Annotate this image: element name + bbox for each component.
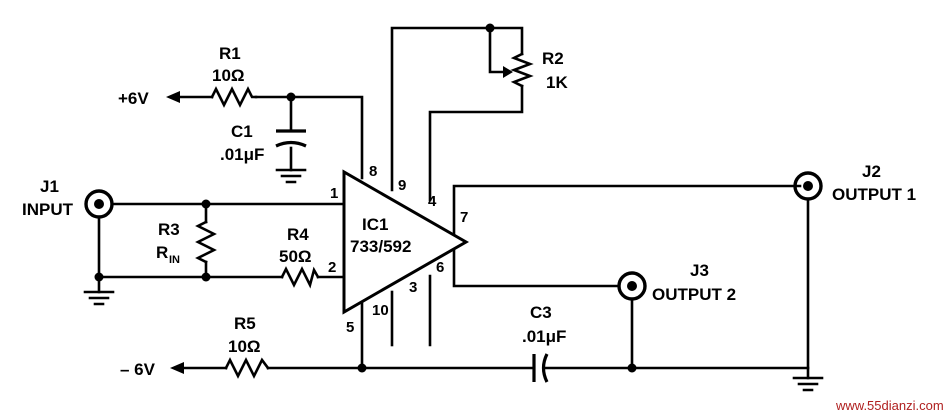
- connector-j2: [793, 171, 823, 201]
- ground-symbol-c1: [275, 168, 307, 184]
- pin-3-label: 3: [409, 279, 417, 296]
- wires: [97, 26, 810, 380]
- ground-symbol-j2: [792, 376, 824, 392]
- pin-6-label: 6: [436, 259, 444, 276]
- junction-dot: [201, 272, 211, 282]
- pin-1-label: 1: [330, 185, 338, 202]
- j2-ref: J2: [862, 162, 881, 181]
- r4-ref: R4: [287, 225, 309, 244]
- pin-7-label: 7: [460, 209, 468, 226]
- ic1-part: 733/592: [350, 237, 411, 256]
- resistor-r5: [224, 357, 270, 379]
- wiper-arrow: [503, 66, 513, 78]
- junction-dot: [627, 363, 637, 373]
- j1-ref: J1: [40, 177, 59, 196]
- resistor-r1: [210, 86, 258, 108]
- j3-ref: J3: [690, 261, 709, 280]
- c1-ref: C1: [231, 122, 253, 141]
- r5-value: 10Ω: [228, 337, 261, 356]
- r4-value: 50Ω: [279, 247, 312, 266]
- capacitor-c1: [275, 129, 307, 148]
- ic1-ref: IC1: [362, 215, 388, 234]
- r1-ref: R1: [219, 44, 241, 63]
- r3-value-sub: IN: [169, 254, 180, 266]
- pin-4-label: 4: [428, 193, 437, 210]
- pin-8-label: 8: [369, 163, 377, 180]
- j3-label: OUTPUT 2: [652, 285, 736, 304]
- potentiometer-r2: [503, 52, 534, 88]
- junction-dot: [286, 92, 296, 102]
- junctions: [94, 23, 637, 373]
- c3-ref: C3: [530, 303, 552, 322]
- capacitor-c3: [532, 353, 549, 383]
- pin-9-label: 9: [398, 177, 406, 194]
- r5-ref: R5: [234, 314, 256, 333]
- ic1-amplifier-triangle: [342, 169, 470, 315]
- j1-label: INPUT: [22, 200, 74, 219]
- r3-ref: R3: [158, 220, 180, 239]
- junction-dot: [201, 199, 211, 209]
- resistor-r3: [195, 220, 217, 264]
- connector-j3: [617, 271, 647, 301]
- connector-j1: [84, 189, 114, 219]
- j2-label: OUTPUT 1: [832, 185, 916, 204]
- pin-10-label: 10: [372, 302, 389, 319]
- junction-dot: [357, 363, 367, 373]
- c3-value: .01μF: [522, 327, 566, 346]
- supply-label-positive: +6V: [118, 89, 149, 108]
- supply-label-negative: – 6V: [120, 360, 156, 379]
- supply-arrow-positive: [166, 91, 180, 103]
- ground-symbol-j1: [83, 290, 115, 306]
- r3-value-main: R: [156, 243, 168, 262]
- r2-ref: R2: [542, 49, 564, 68]
- supply-arrow-negative: [170, 362, 184, 374]
- r2-value: 1K: [546, 73, 568, 92]
- c1-value: .01μF: [220, 145, 264, 164]
- pin-2-label: 2: [328, 259, 336, 276]
- junction-dot: [94, 272, 104, 282]
- resistor-r4: [280, 266, 320, 289]
- junction-dot: [485, 23, 495, 33]
- pin-5-label: 5: [346, 319, 354, 336]
- watermark: www.55dianzi.com: [835, 398, 944, 413]
- r1-value: 10Ω: [212, 66, 245, 85]
